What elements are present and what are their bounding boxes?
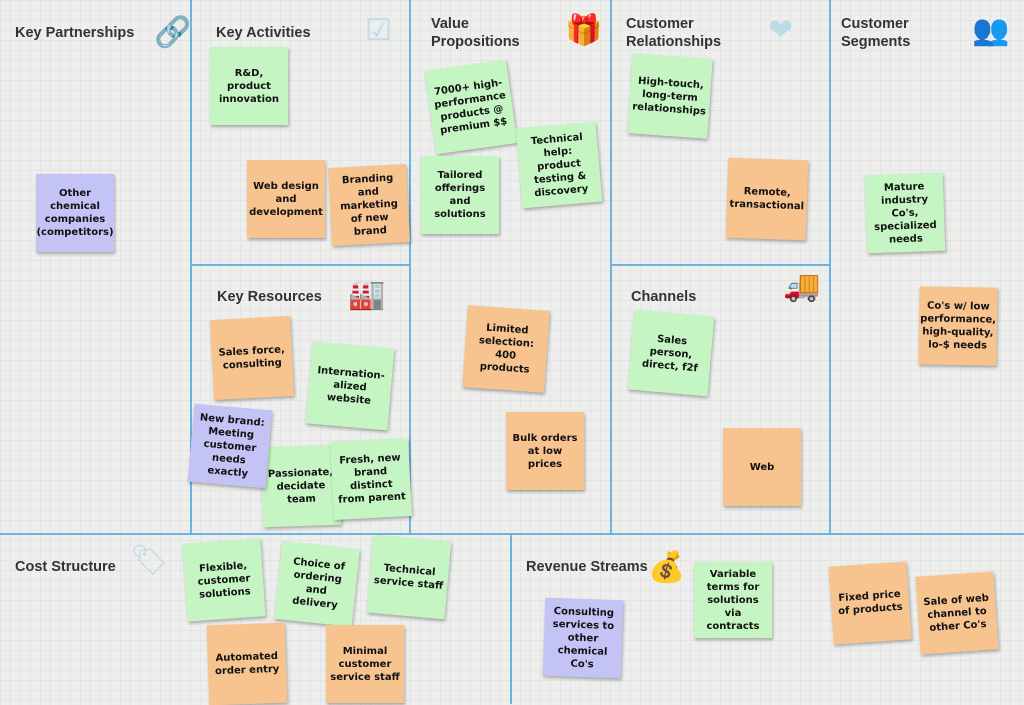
sticky-note[interactable]: Sales person, direct, f2f xyxy=(627,309,715,397)
value-propositions-title: Value Propositions xyxy=(431,16,520,50)
sticky-note[interactable]: Sale of web channel to other Co's xyxy=(915,571,999,655)
divider xyxy=(409,0,411,534)
sticky-note[interactable]: Co's w/ low performance, high-quality, l… xyxy=(918,286,998,366)
sticky-note[interactable]: Flexible, customer solutions xyxy=(182,538,266,622)
tag-icon: 🏷 xyxy=(130,544,169,577)
divider xyxy=(610,0,612,534)
key-activities-title: Key Activities xyxy=(216,25,311,41)
sticky-note[interactable]: Fixed price of products xyxy=(828,561,912,645)
customer-relationships-title: Customer Relationships xyxy=(626,16,722,50)
channels-title: Channels xyxy=(631,289,697,305)
users-icon: 👥 xyxy=(972,14,1010,47)
factory-icon: 🏭 xyxy=(348,278,386,311)
sticky-note[interactable]: Technical help: product testing & discov… xyxy=(515,121,603,209)
revenue-streams-title: Revenue Streams xyxy=(526,559,648,575)
sticky-note[interactable]: Passionate, decidate team xyxy=(260,444,342,528)
sticky-note[interactable]: Remote, transactional xyxy=(725,157,809,241)
gift-icon: 🎁 xyxy=(565,14,603,47)
customer-segments-title: Customer Segments xyxy=(841,16,911,50)
key-resources-title: Key Resources xyxy=(217,289,322,305)
sticky-note[interactable]: Choice of ordering and delivery xyxy=(274,541,360,627)
sticky-note[interactable]: Web xyxy=(723,428,801,506)
sticky-note[interactable]: Bulk orders at low prices xyxy=(506,412,584,490)
sticky-note[interactable]: Web design and development xyxy=(247,160,325,238)
sticky-note[interactable]: 7000+ high-performance products @ premiu… xyxy=(424,59,518,155)
link-icon: 🔗 xyxy=(154,16,192,49)
cost-structure-title: Cost Structure xyxy=(15,559,116,575)
money-bag-icon: 💰 xyxy=(648,551,686,584)
heart-icon: ❤ xyxy=(768,14,794,47)
divider xyxy=(190,0,192,534)
sticky-note[interactable]: Internation-alized website xyxy=(305,341,395,431)
sticky-note[interactable]: Branding and marketing of new brand xyxy=(328,164,410,246)
sticky-note[interactable]: Variable terms for solutions via contrac… xyxy=(694,562,772,638)
sticky-note[interactable]: Fresh, new brand distinct from parent xyxy=(330,438,412,520)
sticky-note[interactable]: R&D, product innovation xyxy=(210,47,288,125)
divider xyxy=(190,264,411,266)
sticky-note[interactable]: Consulting services to other chemical Co… xyxy=(542,597,624,679)
divider xyxy=(510,533,512,704)
sticky-note[interactable]: Tailored offerings and solutions xyxy=(421,156,499,234)
sticky-note[interactable]: Sales force, consulting xyxy=(209,315,295,401)
sticky-note[interactable]: Limited selection: 400 products xyxy=(462,305,550,393)
key-partnerships-title: Key Partnerships xyxy=(15,25,135,41)
sticky-note[interactable]: Other chemical companies (competitors) xyxy=(36,174,114,252)
sticky-note[interactable]: Automated order entry xyxy=(206,622,288,705)
truck-icon: 🚚 xyxy=(783,270,821,303)
sticky-note[interactable]: High-touch, long-term relationships xyxy=(627,53,713,139)
sticky-note[interactable]: Mature industry Co's, specialized needs xyxy=(864,172,946,254)
divider xyxy=(0,533,1024,535)
checkbox-icon: ☑ xyxy=(365,14,392,47)
divider xyxy=(829,0,831,534)
sticky-note[interactable]: Minimal customer service staff xyxy=(326,625,404,703)
divider xyxy=(610,264,831,266)
sticky-note[interactable]: Technical service staff xyxy=(366,534,452,620)
sticky-note[interactable]: New brand: Meeting customer needs exactl… xyxy=(187,403,273,489)
